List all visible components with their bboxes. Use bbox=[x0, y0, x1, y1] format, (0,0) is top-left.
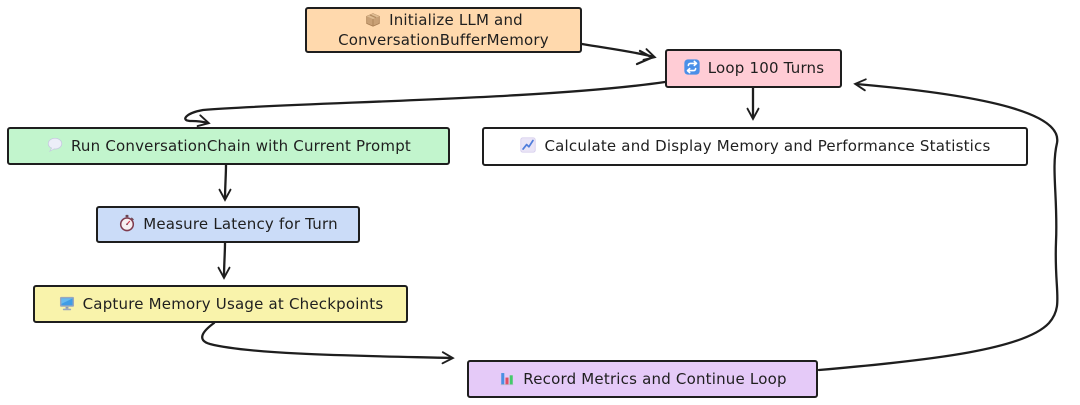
edge-memory-to-record bbox=[201, 321, 455, 365]
edge-latency-to-memory bbox=[217, 241, 231, 280]
chart-increasing-icon bbox=[519, 136, 537, 154]
node-initialize-llm: Initialize LLM and ConversationBufferMem… bbox=[305, 7, 582, 53]
node-label: Measure Latency for Turn bbox=[143, 215, 338, 234]
edge-loop-to-run bbox=[184, 80, 667, 128]
node-calculate-statistics: Calculate and Display Memory and Perform… bbox=[482, 127, 1028, 166]
package-icon bbox=[364, 10, 382, 28]
node-measure-latency: Measure Latency for Turn bbox=[96, 206, 360, 243]
repeat-icon bbox=[683, 58, 701, 76]
node-record-metrics: Record Metrics and Continue Loop bbox=[467, 360, 818, 398]
bar-chart-icon bbox=[498, 369, 516, 387]
edge-run-to-latency bbox=[218, 163, 232, 202]
desktop-computer-icon bbox=[58, 294, 76, 312]
edge-record-to-loop bbox=[817, 78, 1059, 372]
stopwatch-icon bbox=[118, 214, 136, 232]
speech-balloon-icon bbox=[46, 136, 64, 154]
node-label: Run ConversationChain with Current Promp… bbox=[70, 136, 412, 155]
node-capture-memory-usage: Capture Memory Usage at Checkpoints bbox=[33, 285, 408, 323]
node-label: Loop 100 Turns bbox=[707, 59, 825, 78]
node-run-conversationchain: Run ConversationChain with Current Promp… bbox=[7, 127, 450, 165]
edge-init-to-loop bbox=[580, 42, 657, 61]
node-label: Record Metrics and Continue Loop bbox=[523, 369, 787, 388]
node-label: Capture Memory Usage at Checkpoints bbox=[82, 294, 384, 313]
node-loop-100-turns: Loop 100 Turns bbox=[665, 49, 842, 88]
node-label: Initialize LLM and ConversationBufferMem… bbox=[338, 10, 549, 49]
node-label: Calculate and Display Memory and Perform… bbox=[544, 137, 991, 156]
edge-init-to-loop-extra-chevron bbox=[635, 49, 655, 66]
